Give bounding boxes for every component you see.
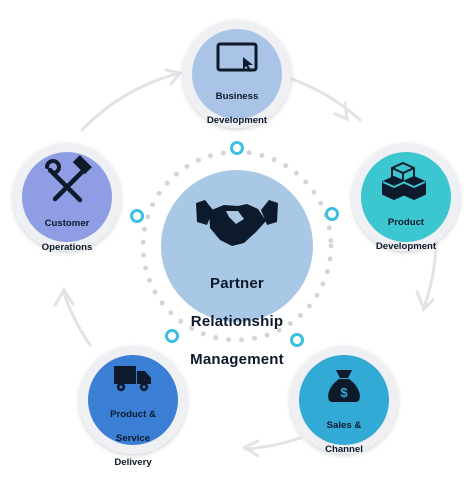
node-label-line: Product — [387, 217, 425, 228]
accent-ring-right — [325, 207, 339, 221]
center-label-line-1: Partner — [210, 275, 264, 292]
node-label-product-development: Product Development — [361, 205, 451, 265]
cycle-arrow-5 — [164, 68, 183, 86]
node-label-sales-channel: Sales & Channel — [299, 408, 389, 468]
monitor-cursor-icon — [216, 42, 258, 72]
center-node — [157, 166, 317, 326]
node-label-line: Sales & — [326, 420, 362, 431]
money-bag-icon: $ — [328, 370, 360, 402]
node-label-line: Business — [215, 91, 259, 102]
node-label-line: Channel — [325, 444, 363, 455]
cycle-arc-4 — [61, 288, 92, 347]
cycle-ring — [53, 68, 438, 458]
node-label-business-development: Business Development — [192, 79, 282, 139]
node-label-line: Service — [115, 433, 151, 444]
center-label: Partner Relationship Management — [162, 255, 312, 388]
accent-rings — [130, 141, 339, 347]
node-label-product-service-delivery: Product & Service Delivery — [88, 397, 178, 481]
cycle-arrow-3 — [241, 439, 260, 458]
node-label-customer-operations: Customer Operations — [22, 206, 112, 266]
center-label-line-3: Management — [190, 351, 284, 368]
wrench-hammer-icon — [45, 155, 92, 203]
node-customer-operations — [13, 143, 121, 251]
node-label-line: Delivery — [114, 457, 152, 468]
truck-icon — [114, 366, 151, 392]
cycle-arc-5 — [80, 71, 182, 132]
accent-ring-left — [130, 209, 144, 223]
boxes-icon — [382, 162, 426, 200]
cycle-arrow-4 — [53, 287, 75, 307]
accent-ring-top — [230, 141, 244, 155]
node-label-line: Customer — [44, 218, 90, 229]
node-label-line: Development — [206, 115, 268, 126]
node-business-development — [183, 20, 291, 128]
cycle-arrow-2 — [415, 290, 435, 312]
node-label-line: Operations — [41, 242, 93, 253]
svg-text:$: $ — [340, 385, 348, 400]
node-product-service-delivery — [79, 346, 187, 454]
cycle-arrow-1 — [333, 101, 349, 122]
accent-ring-bottom-left — [165, 329, 179, 343]
node-label-line: Product & — [110, 409, 156, 420]
accent-ring-bottom-right — [290, 333, 304, 347]
node-sales-channel: $ — [290, 346, 398, 454]
handshake-icon — [196, 200, 278, 246]
cycle-arc-1 — [287, 76, 362, 122]
node-product-development — [352, 143, 460, 251]
node-label-line: Development — [375, 241, 437, 252]
center-label-line-2: Relationship — [190, 313, 284, 330]
